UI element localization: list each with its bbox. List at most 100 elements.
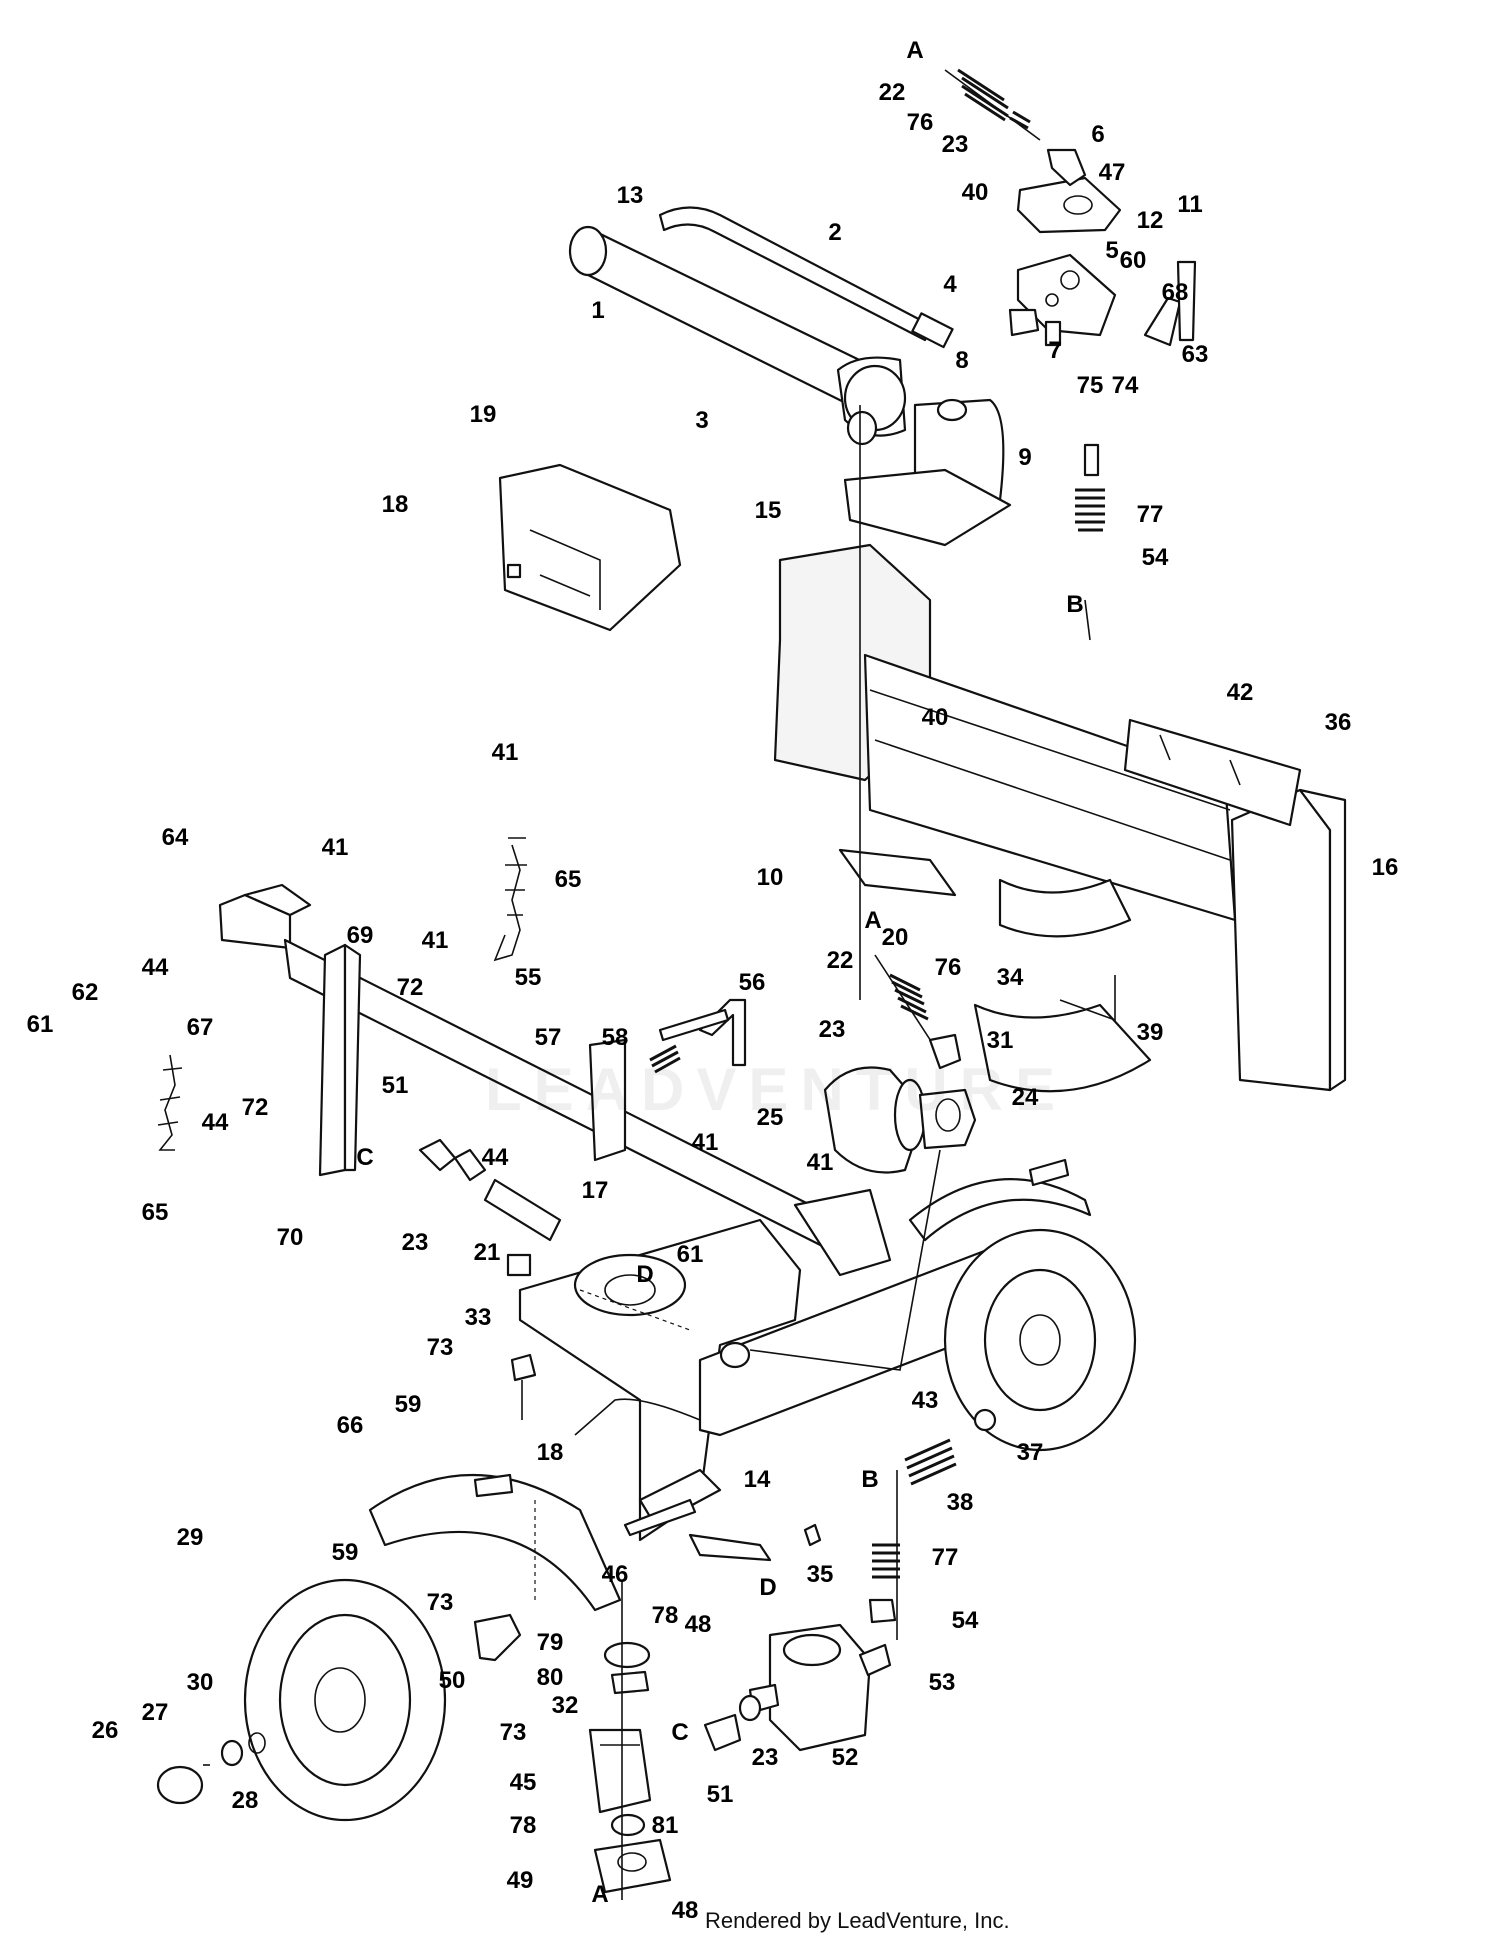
callout-73c: 73 <box>500 1719 527 1746</box>
callout-21: 21 <box>474 1239 501 1266</box>
callout-65b: 65 <box>142 1199 169 1226</box>
callout-28: 28 <box>232 1787 259 1814</box>
callout-B-top: B <box>1066 591 1083 618</box>
tongue-assembly <box>218 883 872 1267</box>
callout-30: 30 <box>187 1669 214 1696</box>
left-wheel-hardware <box>156 1732 266 1805</box>
callout-51a: 51 <box>382 1072 409 1099</box>
callout-54b: 54 <box>952 1607 979 1634</box>
cylinder-mount-base <box>843 398 1012 547</box>
callout-79: 79 <box>537 1629 564 1656</box>
callout-44a: 44 <box>142 954 169 981</box>
engine-mount-plate <box>593 1838 672 1894</box>
callout-22a: 22 <box>879 79 906 106</box>
callout-23c: 23 <box>402 1229 429 1256</box>
left-wheel <box>243 1578 447 1822</box>
callout-50: 50 <box>439 1667 466 1694</box>
callout-61b: 61 <box>677 1241 704 1268</box>
safety-chain-upper <box>493 837 527 962</box>
callout-59b: 59 <box>332 1539 359 1566</box>
callout-18b: 18 <box>537 1439 564 1466</box>
callout-77a: 77 <box>1137 501 1164 528</box>
callout-35: 35 <box>807 1561 834 1588</box>
callout-70: 70 <box>277 1224 304 1251</box>
callout-64: 64 <box>162 824 189 851</box>
callout-13: 13 <box>617 182 644 209</box>
callout-47: 47 <box>1099 159 1126 186</box>
callout-54a: 54 <box>1142 544 1169 571</box>
callout-73a: 73 <box>427 1334 454 1361</box>
callout-72b: 72 <box>242 1094 269 1121</box>
hydraulic-hose-tube <box>658 206 954 349</box>
callout-23d: 23 <box>752 1744 779 1771</box>
callout-46: 46 <box>602 1561 629 1588</box>
callout-58: 58 <box>602 1024 629 1051</box>
callout-36: 36 <box>1325 709 1352 736</box>
callout-49: 49 <box>507 1867 534 1894</box>
tank-cap <box>506 1253 532 1277</box>
safety-chain-lower <box>157 1054 183 1151</box>
callout-57: 57 <box>535 1024 562 1051</box>
alignment-lines <box>621 405 1116 1900</box>
elbow-fitting-top <box>1046 148 1087 187</box>
callout-63: 63 <box>1182 341 1209 368</box>
pump-suction-fitting <box>703 1694 762 1752</box>
callout-17: 17 <box>582 1177 609 1204</box>
callout-37: 37 <box>1017 1439 1044 1466</box>
callout-40b: 40 <box>922 704 949 731</box>
callout-38: 38 <box>947 1489 974 1516</box>
callout-27: 27 <box>142 1699 169 1726</box>
drain-plug <box>510 1353 537 1420</box>
callout-65a: 65 <box>555 866 582 893</box>
callout-12: 12 <box>1137 207 1164 234</box>
callout-25: 25 <box>757 1104 784 1131</box>
callout-43: 43 <box>912 1387 939 1414</box>
callout-51b: 51 <box>707 1781 734 1808</box>
callout-23a: 23 <box>942 131 969 158</box>
footer-credit: Rendered by LeadVenture, Inc. <box>705 1908 1010 1933</box>
callout-76a: 76 <box>907 109 934 136</box>
hose-spring-guard-mid <box>874 954 962 1070</box>
hydraulic-pump <box>748 1623 892 1752</box>
callout-34: 34 <box>997 964 1024 991</box>
callout-55: 55 <box>515 964 542 991</box>
callout-1: 1 <box>591 297 604 324</box>
callout-3: 3 <box>695 407 708 434</box>
callout-62: 62 <box>72 979 99 1006</box>
callout-53: 53 <box>929 1669 956 1696</box>
callout-9: 9 <box>1018 444 1031 471</box>
beam-bracket <box>498 463 682 632</box>
callout-20: 20 <box>882 924 909 951</box>
pump-mount-bracket <box>588 1728 652 1814</box>
callout-78b: 78 <box>510 1812 537 1839</box>
callout-31: 31 <box>987 1027 1014 1054</box>
callout-41b: 41 <box>322 834 349 861</box>
callout-44b: 44 <box>202 1109 229 1136</box>
callout-48a: 48 <box>685 1611 712 1638</box>
axle-frame <box>518 1188 1022 1542</box>
callout-A-top: A <box>906 37 923 64</box>
callout-61a: 61 <box>27 1011 54 1038</box>
filter-head <box>918 1088 977 1150</box>
callout-48b: 48 <box>672 1897 699 1924</box>
callout-29: 29 <box>177 1524 204 1551</box>
hose-spring-guard-bottom <box>868 1543 900 1624</box>
callout-74: 74 <box>1112 372 1139 399</box>
callout-C-left: C <box>356 1144 373 1171</box>
callout-52: 52 <box>832 1744 859 1771</box>
watermark: LEADVENTURE <box>485 1056 1068 1123</box>
axle-spring <box>904 1408 997 1486</box>
callout-23b: 23 <box>819 1016 846 1043</box>
callout-5: 5 <box>1105 237 1118 264</box>
callout-75: 75 <box>1077 372 1104 399</box>
hitch-pin <box>649 998 747 1074</box>
callout-41a: 41 <box>492 739 519 766</box>
control-valve <box>1008 176 1197 347</box>
callout-15: 15 <box>755 497 782 524</box>
log-cradle <box>973 878 1152 1093</box>
callout-41d: 41 <box>692 1129 719 1156</box>
callout-39: 39 <box>1137 1019 1164 1046</box>
axle-pin <box>688 1523 822 1562</box>
